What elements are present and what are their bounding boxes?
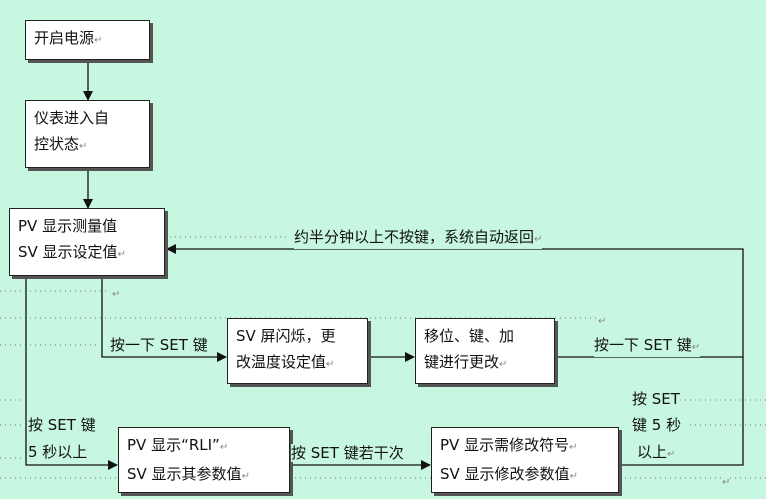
node-self-check-line-2: 控状态	[34, 135, 80, 153]
node-display-measured: PV 显示测量值 SV 显示设定值↵	[9, 208, 165, 276]
node-pv-modify-line-1: PV 显示需修改符号	[440, 436, 570, 454]
edge-display-to-rli	[25, 276, 118, 470]
stray-paragraph-mark: ↵	[598, 313, 607, 331]
node-pv-rli-line-1: PV 显示“RLI”	[127, 436, 220, 454]
label-hold-set-left-1-text: 按 SET 键	[28, 416, 96, 434]
node-pv-modify: PV 显示需修改符号↵ SV 显示修改参数值↵	[431, 427, 619, 493]
label-hold-set-right-2-text: 键 5 秒	[632, 416, 682, 434]
label-hold-set-right-1: 按 SET	[632, 390, 680, 408]
stray-paragraph-mark: ↵	[722, 474, 731, 492]
node-pv-modify-line-2: SV 显示修改参数值	[440, 465, 570, 483]
label-press-set-several: 按 SET 键若干次	[291, 444, 404, 462]
node-pv-rli-line-2: SV 显示其参数值	[127, 465, 242, 483]
label-press-set-once-right: 按一下 SET 键↵	[594, 336, 701, 357]
node-shift-keys-line-2: 键进行更改	[424, 353, 500, 371]
paragraph-mark: ↵	[534, 234, 543, 245]
edge-display-to-flash	[101, 276, 227, 362]
node-sv-flash: SV 屏闪烁，更 改温度设定值↵	[227, 318, 368, 384]
node-power-on-line-1: 开启电源	[34, 29, 95, 47]
node-sv-flash-line-2: 改温度设定值	[236, 353, 327, 371]
paragraph-mark: ↵	[241, 471, 250, 482]
paragraph-mark: ↵	[667, 449, 676, 460]
stray-paragraph-mark: ↵	[112, 286, 121, 304]
paragraph-mark: ↵	[117, 249, 126, 260]
node-shift-keys: 移位、键、加 键进行更改↵	[415, 318, 555, 384]
node-display-measured-line-1: PV 显示测量值	[18, 217, 118, 235]
node-shift-keys-line-1: 移位、键、加	[424, 327, 515, 345]
node-display-measured-line-2: SV 显示设定值	[18, 243, 118, 261]
paragraph-mark: ↵	[219, 442, 229, 453]
label-press-set-several-text: 按 SET 键若干次	[291, 444, 404, 462]
label-hold-set-right-3: 以上↵	[637, 443, 676, 464]
paragraph-mark: ↵	[691, 342, 701, 353]
label-hold-set-right-1-text: 按 SET	[632, 390, 680, 408]
label-auto-return-text: 约半分钟以上不按键，系统自动返回	[294, 228, 535, 246]
label-hold-set-right-3-text: 以上	[637, 443, 668, 461]
label-hold-set-left-2-text: 5 秒以上	[28, 443, 88, 461]
node-self-check: 仪表进入自 控状态↵	[25, 100, 150, 168]
paragraph-mark: ↵	[569, 471, 578, 482]
label-auto-return: 约半分钟以上不按键，系统自动返回↵	[294, 228, 543, 249]
edge-shift-to-display	[166, 244, 744, 358]
paragraph-mark: ↵	[79, 141, 88, 152]
edge-modify-to-return	[619, 357, 744, 466]
label-hold-set-left-2: 5 秒以上	[28, 443, 88, 461]
label-press-set-once-left: 按一下 SET 键	[110, 336, 208, 354]
node-power-on: 开启电源↵	[25, 20, 150, 60]
label-hold-set-left-1: 按 SET 键	[28, 416, 96, 434]
label-press-set-once-right-text: 按一下 SET 键	[594, 336, 692, 354]
node-pv-rli: PV 显示“RLI”↵ SV 显示其参数值↵	[118, 427, 290, 493]
node-self-check-line-1: 仪表进入自	[34, 109, 110, 127]
node-sv-flash-line-1: SV 屏闪烁，更	[236, 327, 336, 345]
label-hold-set-right-2: 键 5 秒	[632, 416, 682, 434]
paragraph-mark: ↵	[569, 442, 578, 453]
paragraph-mark: ↵	[499, 359, 508, 370]
label-press-set-once-left-text: 按一下 SET 键	[110, 336, 208, 354]
paragraph-mark: ↵	[326, 359, 335, 370]
paragraph-mark: ↵	[94, 35, 103, 46]
